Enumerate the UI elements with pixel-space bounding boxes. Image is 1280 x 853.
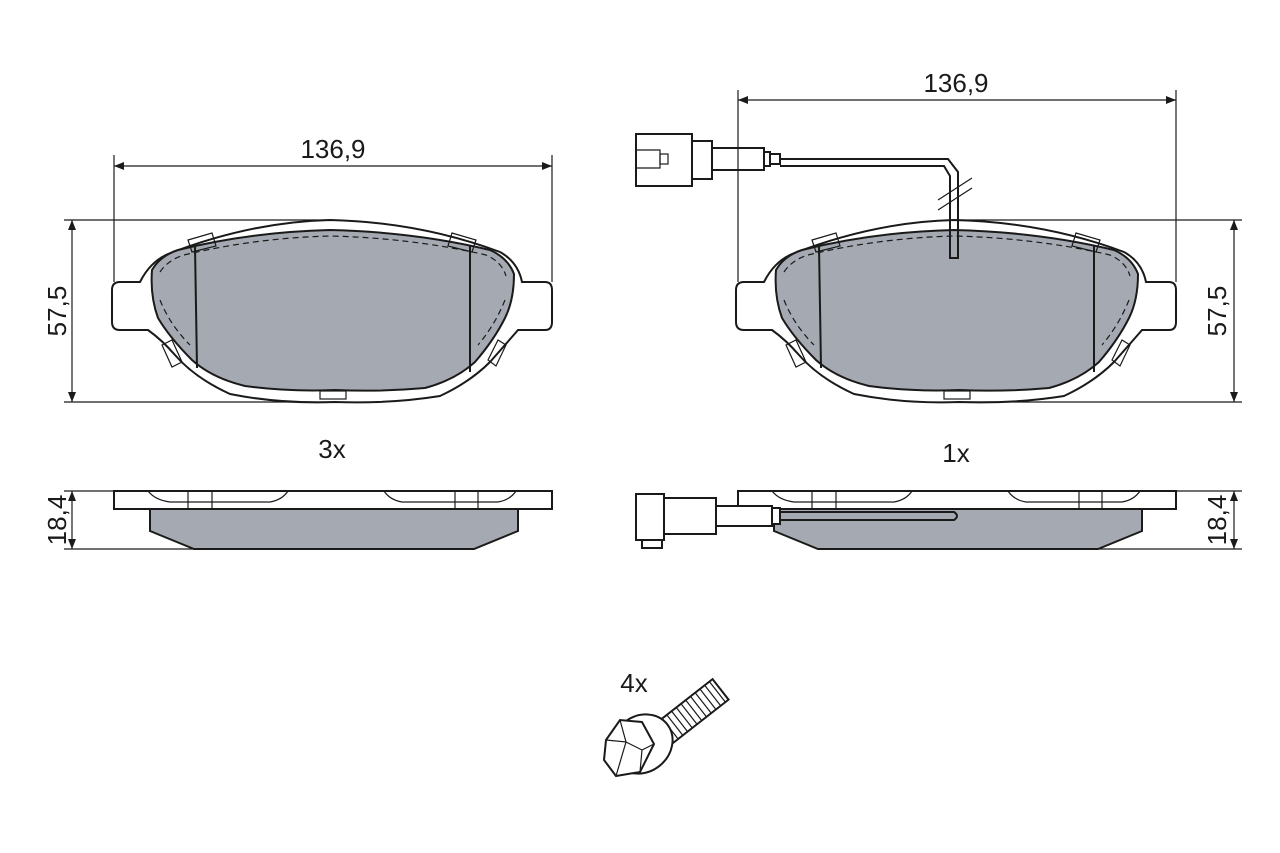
right-pad-side-friction-material (773, 508, 1143, 550)
left-thickness-label: 18,4 (42, 495, 72, 546)
left-width-label: 136,9 (300, 134, 365, 164)
left-height-label: 57,5 (42, 286, 72, 337)
left-pad-friction-material (150, 228, 516, 392)
left-pad-height-dimension: 57,5 (42, 219, 335, 403)
left-pad-width-dimension: 136,9 (113, 134, 553, 282)
right-thickness-label: 18,4 (1202, 495, 1232, 546)
left-pad-front-view (111, 218, 553, 404)
left-pad-quantity: 3x (318, 434, 345, 464)
right-pad-height-dimension: 57,5 (954, 219, 1242, 403)
left-pad-side-friction-material (149, 508, 519, 550)
left-pad-thickness-dimension: 18,4 (42, 490, 194, 550)
right-height-label: 57,5 (1202, 286, 1232, 337)
left-pad-side-view (113, 490, 553, 550)
right-width-label: 136,9 (923, 68, 988, 98)
right-pad-friction-material (774, 228, 1140, 392)
right-pad-front-view (735, 218, 1177, 404)
right-pad-thickness-dimension: 18,4 (1098, 490, 1242, 550)
wear-sensor-side-view (635, 493, 958, 549)
bolt-icon (602, 677, 730, 778)
wear-sensor-front-view (635, 133, 973, 259)
right-pad-quantity: 1x (942, 438, 969, 468)
bolt-quantity: 4x (620, 668, 647, 698)
right-pad-width-dimension: 136,9 (737, 68, 1177, 282)
